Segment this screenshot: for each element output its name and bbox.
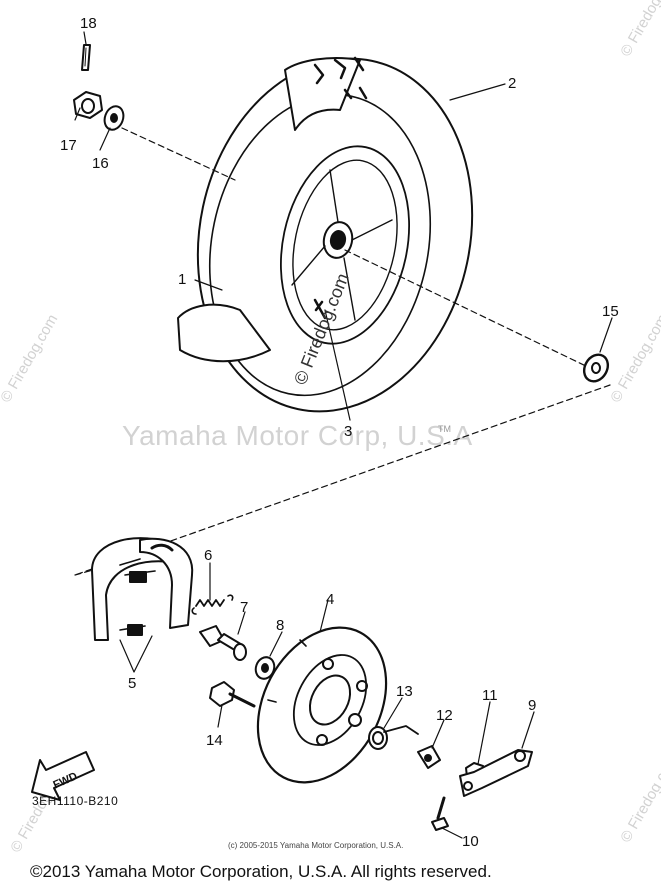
callout-12: 12 [436, 707, 453, 724]
callout-18: 18 [80, 15, 97, 32]
callout-8: 8 [276, 617, 284, 634]
camshaft-7 [199, 625, 247, 661]
callout-9: 9 [528, 697, 536, 714]
watermark-trademark: TM [438, 424, 451, 434]
callout-13: 13 [396, 683, 413, 700]
callout-10: 10 [462, 833, 479, 850]
valve-3 [313, 298, 327, 320]
callout-4: 4 [326, 591, 334, 608]
cam-lever-9 [459, 749, 533, 797]
callout-2: 2 [508, 75, 516, 92]
brake-shoe-plate-4 [256, 626, 388, 784]
watermark-brand: Yamaha Motor Corp, U.S.A [122, 420, 473, 451]
callout-15: 15 [602, 303, 619, 320]
axle-nut-17 [73, 91, 103, 119]
callout-5: 5 [128, 675, 136, 692]
callout-16: 16 [92, 155, 109, 172]
callout-14: 14 [206, 732, 223, 749]
washer-8 [254, 656, 276, 680]
rim [279, 145, 411, 345]
forward-arrow-icon [31, 751, 95, 801]
collar-15 [582, 353, 610, 383]
callout-6: 6 [204, 547, 212, 564]
callout-7: 7 [240, 599, 248, 616]
return-spring-13 [368, 725, 419, 750]
callout-1: 1 [178, 271, 186, 288]
footer-copyright: ©2013 Yamaha Motor Corporation, U.S.A. A… [30, 862, 492, 881]
cotter-pin-18 [81, 44, 91, 71]
tire [177, 56, 474, 413]
callout-labels: 18 17 16 2 1 3 15 6 7 8 4 5 14 13 12 11 … [60, 15, 619, 850]
callout-17: 17 [60, 137, 77, 154]
indicator-plate-12 [417, 745, 441, 769]
diagram-code: 3EH1110-B210 [32, 794, 119, 808]
brake-shoes-5 [91, 537, 194, 641]
callout-3: 3 [344, 423, 352, 440]
callout-11: 11 [482, 687, 498, 704]
bolt-14 [209, 681, 256, 708]
small-copyright: (c) 2005-2015 Yamaha Motor Corporation, … [228, 841, 404, 850]
spring-6 [191, 594, 234, 615]
bolt-10 [431, 796, 449, 831]
